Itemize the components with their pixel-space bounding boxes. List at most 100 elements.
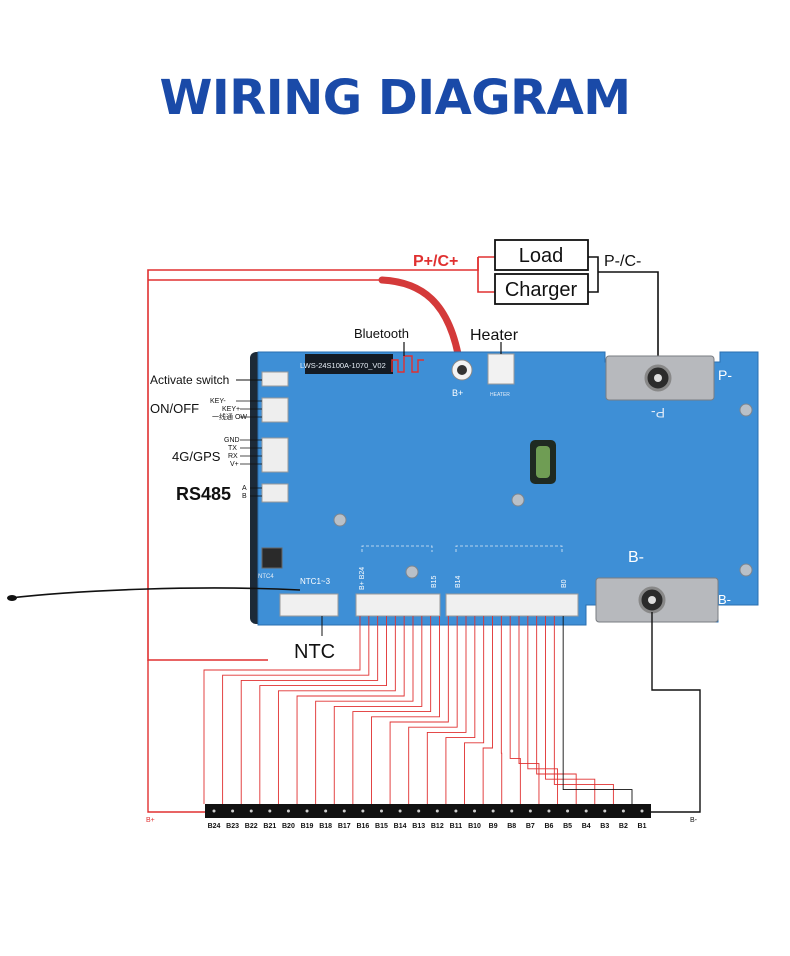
ntc-probe-cable: [9, 587, 301, 599]
gps-pin-4: V+: [230, 461, 239, 468]
cell-label-b5: B5: [563, 823, 572, 830]
balance-wire: [545, 616, 596, 804]
cell-label-b6: B6: [544, 823, 553, 830]
onoff-connector: [261, 397, 289, 423]
balance-wire: [408, 616, 458, 804]
b-plus-board-mark: B+: [452, 388, 463, 398]
gps-label: 4G/GPS: [172, 449, 221, 464]
onoff-label: ON/OFF: [150, 401, 199, 416]
cell-terminal: [547, 809, 551, 813]
header-b0-mark: B0: [561, 579, 568, 588]
rs485-label: RS485: [176, 484, 231, 504]
p-minus-label: P-/C-: [604, 253, 641, 270]
balance-wire: [315, 616, 414, 804]
cell-terminal: [584, 809, 588, 813]
rs485-pin-a: A: [242, 485, 247, 492]
balance-wire: [518, 616, 540, 804]
cell-label-b8: B8: [507, 823, 516, 830]
cell-label-b2: B2: [619, 823, 628, 830]
rs485-pin-b: B: [242, 493, 247, 500]
cell-terminal: [454, 809, 458, 813]
svg-text:P-: P-: [651, 405, 665, 421]
gps-pin-3: RX: [228, 453, 238, 460]
cell-label-b9: B9: [489, 823, 498, 830]
cell-terminal: [473, 809, 477, 813]
cell-label-b12: B12: [431, 823, 444, 830]
onoff-pin-3: 一线通 OW: [212, 412, 247, 421]
charger-label: Charger: [505, 279, 578, 301]
cell-label-b16: B16: [356, 823, 369, 830]
side-labels: Activate switch ON/OFF KEY- KEY+ 一线通 OW …: [150, 326, 519, 663]
load-box: [494, 239, 589, 271]
cell-terminal: [566, 809, 570, 813]
ntc-label: NTC: [294, 641, 335, 663]
balance-wire: [482, 616, 493, 804]
charger-box: [494, 273, 589, 305]
cell-label-b19: B19: [301, 823, 314, 830]
cell-label-b7: B7: [526, 823, 535, 830]
cell-label-b22: B22: [245, 823, 258, 830]
balance-wire: [527, 616, 559, 804]
battery-pack-bar: [205, 804, 651, 818]
activate-switch-label: Activate switch: [150, 373, 229, 387]
balance-header-1: [355, 593, 441, 617]
header-b24-mark: B+ B24: [359, 567, 366, 590]
load-label: Load: [519, 245, 564, 267]
balance-wire: [352, 616, 432, 804]
onoff-pin-2: KEY+: [222, 406, 240, 413]
onoff-pin-1: KEY-: [210, 398, 226, 405]
heater-connector: [487, 353, 515, 385]
header-b15-mark: B15: [431, 575, 438, 588]
balance-wire: [333, 616, 423, 804]
balance-wire: [509, 616, 521, 804]
cell-terminal: [398, 809, 402, 813]
balance-wire: [464, 616, 485, 804]
cell-label-b3: B3: [600, 823, 609, 830]
p-minus-wire: [598, 271, 659, 378]
balance-wire: [259, 616, 387, 804]
heater-label: Heater: [470, 327, 519, 344]
cell-terminal: [435, 809, 439, 813]
balance-wire: [296, 616, 405, 804]
cell-terminal: [379, 809, 383, 813]
cell-terminal: [528, 809, 532, 813]
p-plus-cable: [378, 276, 464, 369]
balance-wire: [389, 616, 449, 804]
cell-label-b11: B11: [450, 823, 463, 830]
balance-wire: [371, 616, 440, 804]
cell-label-b10: B10: [468, 823, 481, 830]
bms-board: P- P- B- B- LWS-24S100A-1070_V02 B+ HEAT…: [250, 342, 759, 626]
activate-switch-connector: [261, 371, 289, 387]
p-plus-label: P+/C+: [413, 253, 458, 270]
cell-terminal: [268, 809, 272, 813]
cell-terminal: [603, 809, 607, 813]
cell-terminal: [621, 809, 625, 813]
cell-label-b1: B1: [638, 823, 647, 830]
balance-wire: [277, 616, 396, 804]
balance-wire: [553, 616, 614, 804]
bluetooth-label: Bluetooth: [354, 326, 409, 341]
cell-label-b23: B23: [226, 823, 239, 830]
cell-terminal: [249, 809, 253, 813]
balance-wire: [240, 616, 379, 804]
b-minus-wire: [650, 612, 701, 813]
balance-wire: [536, 616, 577, 804]
balance-wire: [562, 616, 633, 804]
b-plus-wire: [147, 660, 205, 813]
balance-wire: [222, 616, 370, 804]
cell-terminal: [286, 809, 290, 813]
page-title: WIRING DIAGRAM: [159, 70, 631, 126]
p-minus-mark: P-: [718, 367, 732, 383]
cell-terminal: [212, 809, 216, 813]
b-plus-label: B+: [146, 817, 155, 824]
cell-label-b13: B13: [412, 823, 425, 830]
cell-terminal: [640, 809, 644, 813]
cell-terminal: [491, 809, 495, 813]
cell-label-b18: B18: [319, 823, 332, 830]
cell-terminal: [231, 809, 235, 813]
cell-label-b17: B17: [338, 823, 351, 830]
balance-header-2: [445, 593, 579, 617]
cell-terminal: [305, 809, 309, 813]
cell-terminal: [342, 809, 346, 813]
